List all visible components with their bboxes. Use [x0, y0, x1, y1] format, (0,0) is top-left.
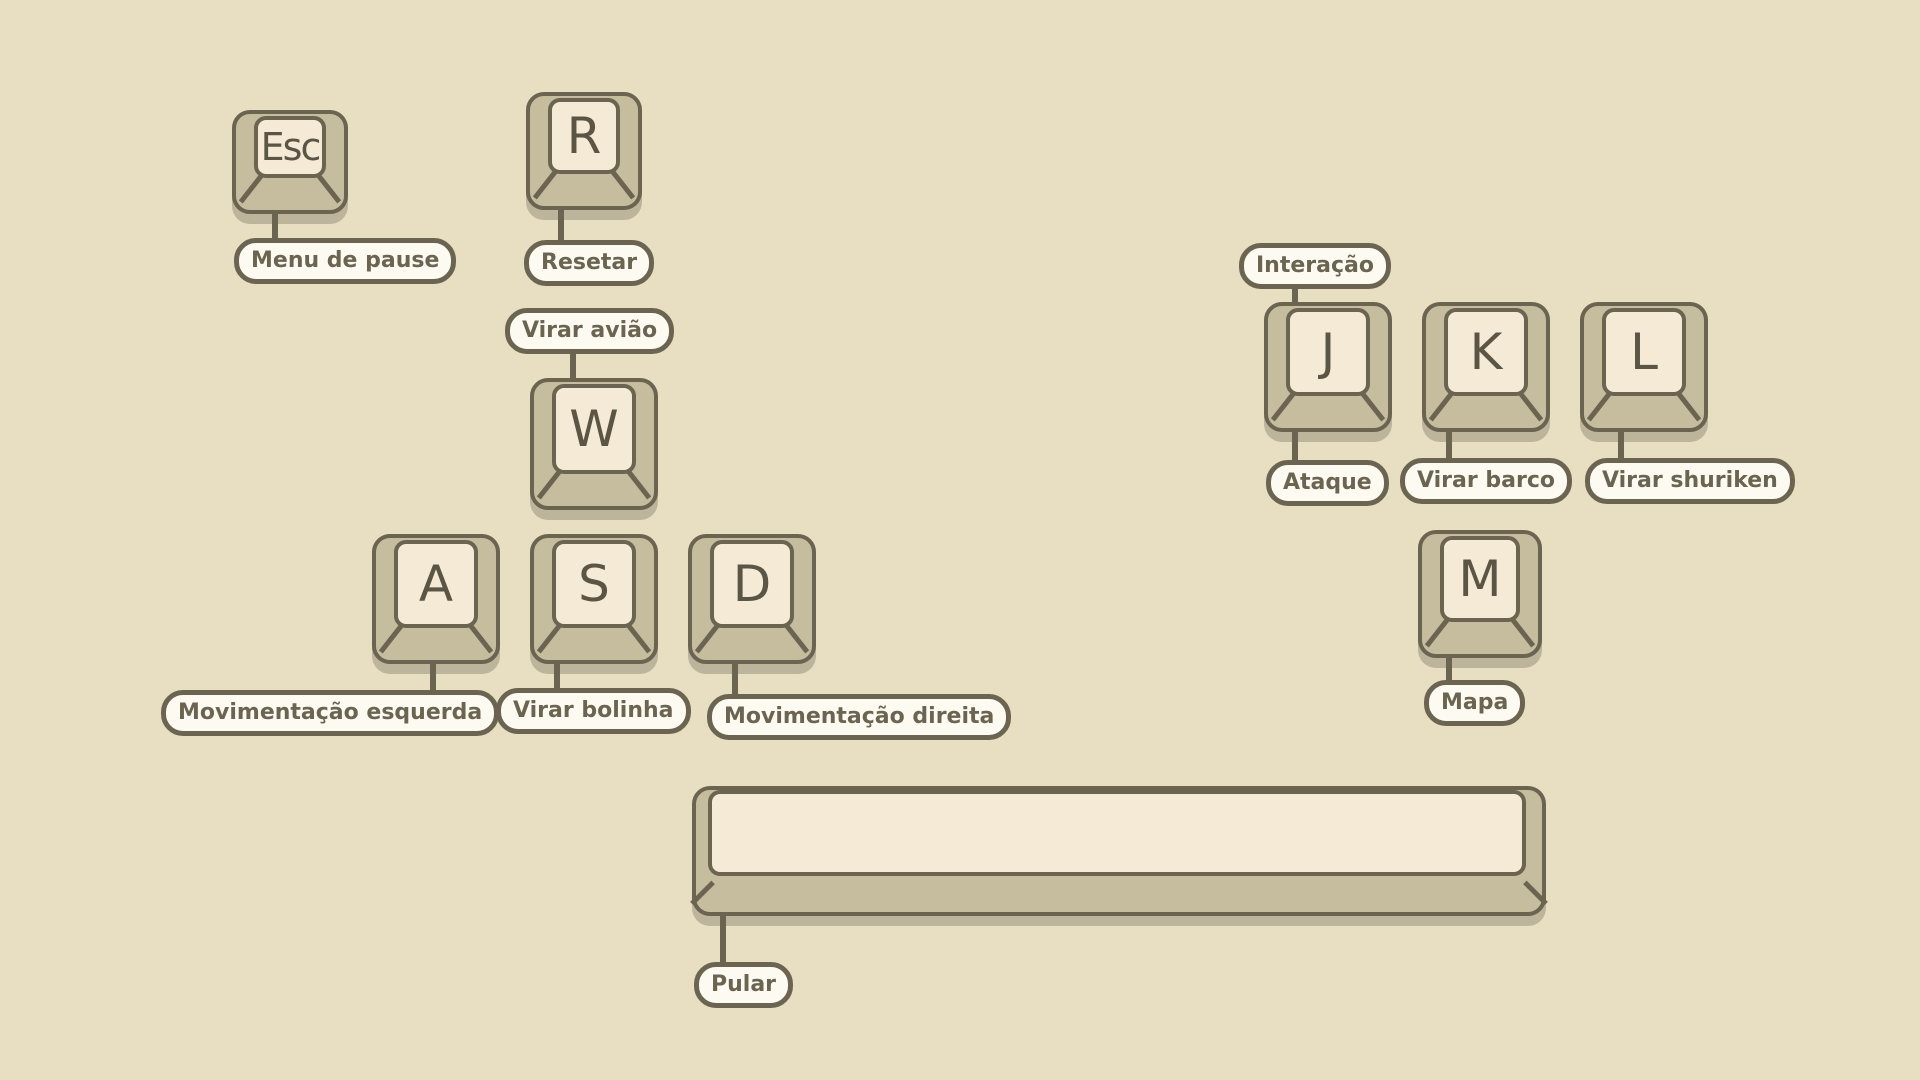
s-key[interactable]: S	[530, 534, 658, 664]
d-key[interactable]: D	[688, 534, 816, 664]
a-connector	[430, 664, 436, 692]
w-key[interactable]: W	[530, 378, 658, 510]
jump-label: Pular	[694, 962, 794, 1008]
d-key-label: D	[710, 540, 794, 628]
r-key[interactable]: R	[526, 92, 642, 210]
turn-plane-label: Virar avião	[505, 308, 675, 354]
map-label: Mapa	[1424, 680, 1526, 726]
a-key-label: A	[394, 540, 478, 628]
turn-boat-label: Virar barco	[1400, 458, 1572, 504]
pause-menu-label: Menu de pause	[234, 238, 457, 284]
turn-shuriken-label: Virar shuriken	[1585, 458, 1795, 504]
s-connector	[554, 664, 560, 690]
esc-key-label: Esc	[254, 116, 326, 178]
esc-key[interactable]: Esc	[232, 110, 348, 214]
move-right-label: Movimentação direita	[707, 694, 1012, 740]
l-key-label: L	[1602, 308, 1686, 396]
space-connector	[720, 916, 726, 964]
m-connector	[1446, 658, 1452, 682]
j-key-label: J	[1286, 308, 1370, 396]
w-connector	[570, 352, 576, 380]
w-key-label: W	[552, 384, 636, 474]
space-key[interactable]	[690, 786, 1548, 916]
l-connector	[1618, 432, 1624, 460]
move-left-label: Movimentação esquerda	[161, 690, 500, 736]
k-key[interactable]: K	[1422, 302, 1550, 432]
m-key-label: M	[1440, 536, 1520, 622]
attack-label: Ataque	[1266, 460, 1389, 506]
a-key[interactable]: A	[372, 534, 500, 664]
d-connector	[732, 664, 738, 696]
k-connector	[1446, 432, 1452, 460]
interaction-label: Interação	[1239, 243, 1391, 289]
reset-label: Resetar	[524, 240, 655, 286]
esc-connector	[272, 214, 278, 240]
m-key[interactable]: M	[1418, 530, 1542, 658]
s-key-label: S	[552, 540, 636, 628]
turn-ball-label: Virar bolinha	[496, 688, 691, 734]
space-key-label	[708, 790, 1526, 876]
r-key-label: R	[548, 98, 620, 174]
k-key-label: K	[1444, 308, 1528, 396]
l-key[interactable]: L	[1580, 302, 1708, 432]
r-connector	[558, 210, 564, 240]
j-top-connector	[1292, 286, 1298, 304]
j-bottom-connector	[1292, 432, 1298, 462]
j-key[interactable]: J	[1264, 302, 1392, 432]
